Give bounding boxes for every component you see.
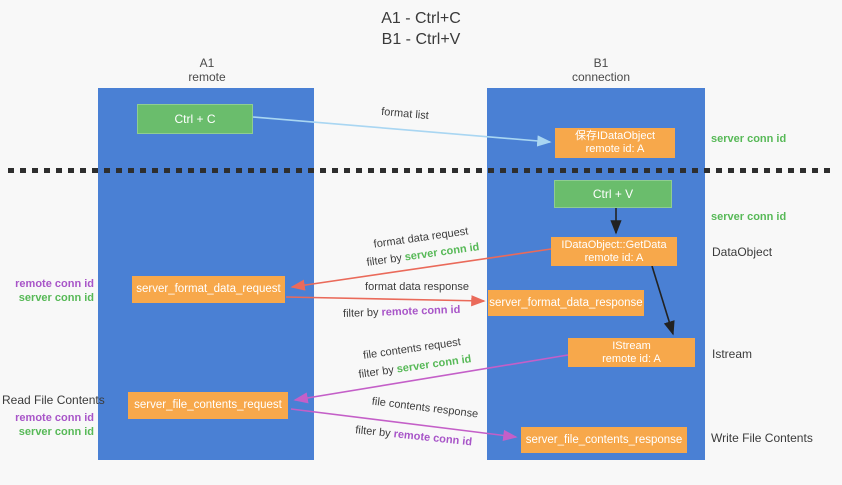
write-file-contents-annotation: Write File Contents bbox=[711, 431, 813, 445]
ctrl-v-node: Ctrl + V bbox=[554, 180, 672, 208]
remote-conn-id-annotation-format: remote conn id bbox=[15, 278, 94, 290]
istream-node: IStream remote id: A bbox=[568, 338, 695, 367]
save-idataobject-node: 保存IDataObject remote id: A bbox=[555, 128, 675, 158]
filter-by-prefix: filter by bbox=[357, 364, 395, 381]
filter-by-prefix: filter by bbox=[365, 252, 403, 269]
server-conn-id-annotation-file: server conn id bbox=[18, 426, 94, 438]
save-idataobject-line2: remote id: A bbox=[585, 143, 645, 155]
dataobject-annotation: DataObject bbox=[712, 245, 773, 259]
lane-a1-role: remote bbox=[188, 70, 226, 84]
diagram-title: A1 - Ctrl+C B1 - Ctrl+V bbox=[0, 8, 842, 50]
ctrl-c-node: Ctrl + C bbox=[137, 104, 253, 134]
istream-line1: IStream bbox=[612, 339, 651, 352]
filter-by-prefix: filter by bbox=[354, 424, 392, 440]
server-conn-id-filter-value: server conn id bbox=[395, 353, 473, 376]
save-idataobject-line1: 保存IDataObject bbox=[574, 130, 656, 142]
server-format-data-request-label: server_format_data_request bbox=[136, 283, 281, 295]
server-file-contents-request-label: server_file_contents_request bbox=[134, 399, 282, 411]
server-conn-id-annotation-top: server conn id bbox=[711, 133, 787, 145]
getdata-line1: IDataObject::GetData bbox=[561, 238, 667, 251]
lane-b1-name: B1 bbox=[593, 56, 609, 70]
server-conn-id-annotation-format: server conn id bbox=[18, 292, 94, 304]
istream-annotation: Istream bbox=[712, 347, 753, 361]
lane-header-a1: A1 remote bbox=[147, 56, 267, 84]
server-file-contents-response-node: server_file_contents_response bbox=[521, 427, 687, 453]
title-line-2: B1 - Ctrl+V bbox=[381, 31, 461, 48]
lane-a1-name: A1 bbox=[199, 56, 215, 70]
format-data-response-arrow bbox=[285, 295, 486, 307]
read-file-contents-annotation: Read File Contents bbox=[2, 393, 105, 407]
server-file-contents-response-label: server_file_contents_response bbox=[525, 433, 683, 446]
dotted-separator-line bbox=[8, 168, 836, 173]
getdata-line2: remote id: A bbox=[584, 251, 644, 264]
filter-by-prefix: filter by bbox=[342, 306, 379, 320]
title-line-1: A1 - Ctrl+C bbox=[381, 10, 461, 27]
server-format-data-request-node: server_format_data_request bbox=[132, 276, 285, 303]
idataobject-getdata-node: IDataObject::GetData remote id: A bbox=[551, 237, 677, 266]
file-contents-response-arrow-label: file contents response bbox=[371, 395, 479, 421]
server-format-data-response-node: server_format_data_response bbox=[488, 290, 644, 316]
remote-conn-id-annotation-file: remote conn id bbox=[15, 412, 94, 424]
filter-by-remote-conn-id-label-1: filter by remote conn id bbox=[342, 304, 461, 320]
ctrl-c-label: Ctrl + C bbox=[174, 112, 216, 126]
istream-line2: remote id: A bbox=[602, 352, 661, 365]
remote-conn-id-filter-value: remote conn id bbox=[392, 428, 473, 449]
server-file-contents-request-node: server_file_contents_request bbox=[128, 392, 288, 419]
remote-conn-id-filter-value: remote conn id bbox=[381, 303, 461, 319]
ctrl-v-label: Ctrl + V bbox=[592, 187, 634, 201]
format-data-response-arrow-label: format data response bbox=[365, 281, 469, 293]
lane-header-b1: B1 connection bbox=[541, 56, 661, 84]
server-conn-id-annotation-ctrl-v: server conn id bbox=[711, 211, 787, 223]
server-format-data-response-label: server_format_data_response bbox=[489, 296, 643, 309]
format-list-arrow-label: format list bbox=[380, 105, 430, 123]
filter-by-remote-conn-id-label-2: filter by remote conn id bbox=[354, 424, 473, 448]
lane-b1-role: connection bbox=[571, 70, 631, 84]
